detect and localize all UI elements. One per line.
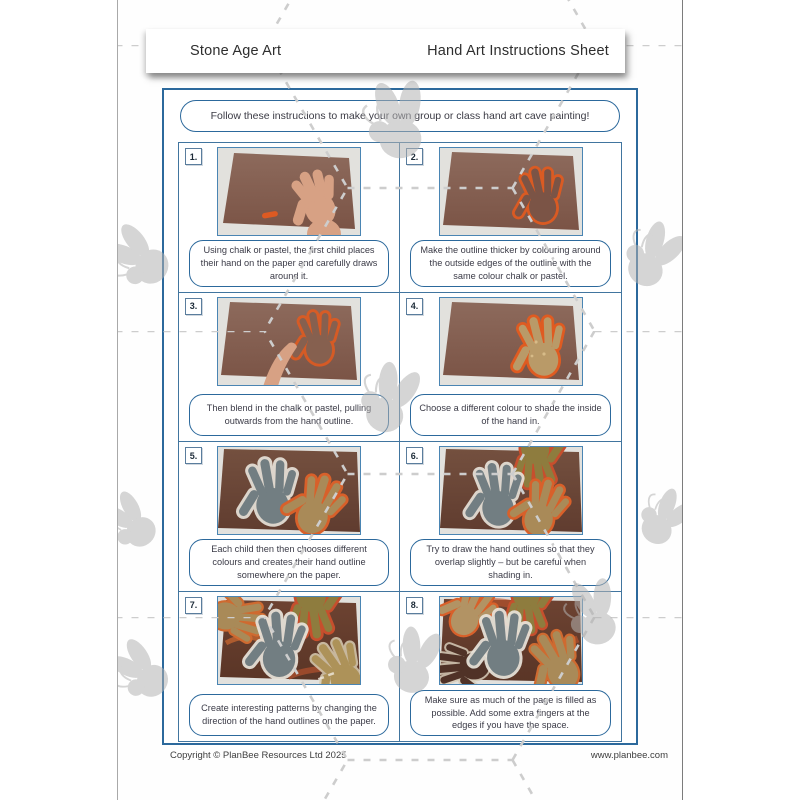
- photo-three-hands: Three overlapping chalk hands in grey, g…: [439, 447, 582, 534]
- title-bar: Stone Age Art Hand Art Instructions Shee…: [146, 29, 625, 73]
- step-cell-1: 1. A child's hand placed flat on brown p…: [179, 143, 400, 293]
- step-photo: Several chalk hands pointing in differen…: [217, 596, 361, 685]
- step-photo: Three overlapping chalk hands in grey, g…: [438, 446, 583, 535]
- photo-blending-finger: A finger blending the orange chalk outli…: [218, 297, 360, 390]
- step-caption: Make the outline thicker by colouring ar…: [410, 240, 611, 287]
- step-cell-3: 3. A finger blending the orange chalk ou…: [179, 292, 400, 442]
- step-cell-8: 8. Paper almost completely filled with o…: [400, 592, 621, 741]
- step-caption: Using chalk or pastel, the first child p…: [189, 240, 389, 287]
- photo-two-hands: Grey hand with white outline next to a g…: [218, 447, 360, 534]
- step-photo: Thick orange chalk hand outline drawn on…: [438, 147, 583, 236]
- step-cell-7: 7. Several chalk hands pointing in diffe…: [179, 592, 400, 741]
- step-photo: A finger blending the orange chalk outli…: [217, 296, 361, 390]
- intro-banner: Follow these instructions to make your o…: [180, 100, 620, 132]
- step-number: 2.: [406, 148, 423, 165]
- step-cell-6: 6. Three overlapping chalk hands in grey…: [400, 442, 621, 592]
- photo-hand-on-paper: A child's hand placed flat on brown pape…: [218, 148, 360, 249]
- step-number: 3.: [185, 297, 202, 315]
- step-number: 4.: [406, 297, 423, 315]
- photo-orange-outline: Thick orange chalk hand outline drawn on…: [439, 148, 582, 235]
- step-caption: Create interesting patterns by changing …: [189, 694, 389, 736]
- page-subtitle: Hand Art Instructions Sheet: [427, 43, 609, 59]
- photo-filled-page: Paper almost completely filled with over…: [440, 597, 582, 684]
- step-number: 8.: [406, 596, 423, 614]
- step-number: 5.: [185, 447, 202, 464]
- photo-shaded-hand: Orange hand outline shaded inside with g…: [439, 297, 582, 385]
- step-caption: Make sure as much of the page is filled …: [410, 689, 611, 736]
- step-number: 1.: [185, 148, 202, 165]
- footer: Copyright © PlanBee Resources Ltd 2025 w…: [170, 750, 668, 761]
- copyright-text: Copyright © PlanBee Resources Ltd 2025: [170, 750, 347, 761]
- step-number: 6.: [406, 447, 423, 464]
- content-frame: Follow these instructions to make your o…: [162, 88, 638, 745]
- photo-hand-pattern: Several chalk hands pointing in differen…: [218, 597, 360, 684]
- step-cell-5: 5. Grey hand with white outline next to …: [179, 442, 400, 592]
- step-photo: Grey hand with white outline next to a g…: [217, 446, 361, 535]
- step-photo: Paper almost completely filled with over…: [439, 596, 583, 685]
- steps-grid: 1. A child's hand placed flat on brown p…: [178, 142, 622, 742]
- step-photo: A child's hand placed flat on brown pape…: [217, 147, 361, 249]
- step-caption: Then blend in the chalk or pastel, pulli…: [189, 394, 389, 436]
- page-title: Stone Age Art: [190, 43, 282, 59]
- website-link[interactable]: www.planbee.com: [590, 750, 668, 761]
- step-cell-2: 2. Thick orange chalk hand outline drawn…: [400, 143, 621, 293]
- step-caption: Choose a different colour to shade the i…: [410, 394, 611, 436]
- step-photo: Orange hand outline shaded inside with g…: [438, 296, 583, 386]
- step-caption: Each child then then chooses different c…: [189, 539, 389, 586]
- step-caption: Try to draw the hand outlines so that th…: [410, 539, 611, 586]
- step-cell-4: 4. Orange hand outline shaded inside wit…: [400, 292, 621, 442]
- step-number: 7.: [185, 596, 202, 614]
